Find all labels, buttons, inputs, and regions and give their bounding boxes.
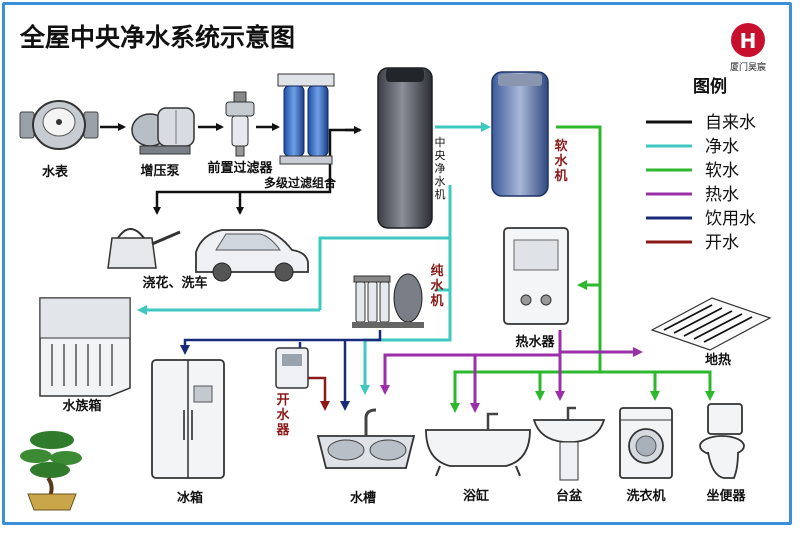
brand-name: 厦门昊宸 <box>730 61 766 73</box>
watering-can-icon <box>107 228 181 269</box>
booster-pump-icon <box>131 107 195 155</box>
svg-text:机: 机 <box>554 168 567 184</box>
legend-item: 净水 <box>646 137 739 157</box>
multi-filter-icon <box>277 73 335 165</box>
boiled-water-pipes <box>308 376 330 411</box>
legend-label: 开水 <box>705 233 739 253</box>
svg-text:水: 水 <box>435 175 446 188</box>
water-meter-icon <box>19 100 99 150</box>
svg-text:央: 央 <box>435 149 446 162</box>
legend-item: 自来水 <box>646 113 756 133</box>
water-softener-icon <box>491 71 549 197</box>
bathtub-icon <box>425 412 531 477</box>
heater-label: 热水器 <box>515 334 555 350</box>
svg-text:水: 水 <box>276 407 290 423</box>
radiator-icon <box>39 297 131 397</box>
central-purifier-label: 中 央 净 水 机 <box>435 136 446 201</box>
legend-label: 净水 <box>705 137 739 157</box>
toilet-label: 坐便器 <box>706 488 746 504</box>
bathtub-label: 浴缸 <box>463 488 489 504</box>
legend-title: 图例 <box>693 76 727 97</box>
svg-text:机: 机 <box>430 293 443 309</box>
diagram-frame <box>2 2 792 525</box>
prefilter-icon <box>225 91 255 157</box>
boiler-icon <box>275 347 309 389</box>
legend-item: 饮用水 <box>646 209 756 229</box>
prefilter-label: 前置过滤器 <box>207 160 273 176</box>
ro-label: 纯 水 机 <box>430 263 444 309</box>
softener-label: 软 水 机 <box>554 138 568 184</box>
page-title: 全屋中央净水系统示意图 <box>19 23 295 52</box>
purified-water-pipes <box>137 122 491 395</box>
fridge-label: 冰箱 <box>177 490 203 506</box>
sink-label: 水槽 <box>350 490 376 506</box>
water-heater-icon <box>503 227 569 325</box>
svg-text:水: 水 <box>554 153 568 169</box>
ro-purifier-icon <box>352 273 424 328</box>
svg-text:净: 净 <box>435 161 446 175</box>
brand-logo: H <box>731 23 765 57</box>
bonsai-icon <box>20 431 82 511</box>
legend-item: 热水 <box>646 185 739 205</box>
garden-label: 浇花、洗车 <box>142 275 207 291</box>
legend-item: 软水 <box>646 161 739 181</box>
pump-label: 增压泵 <box>140 163 179 179</box>
svg-text:中: 中 <box>435 136 446 149</box>
legend-label: 饮用水 <box>705 209 756 229</box>
multifilter-label: 多级过滤组合 <box>264 175 337 190</box>
basin-icon <box>532 406 606 481</box>
legend-label: 热水 <box>705 185 739 205</box>
car-icon <box>195 229 309 282</box>
svg-text:机: 机 <box>435 187 446 201</box>
tap-water-pipes <box>100 123 362 215</box>
svg-text:水: 水 <box>430 278 444 294</box>
brand-logo-letter: H <box>740 29 757 53</box>
washer-label: 洗衣机 <box>626 488 665 504</box>
svg-text:纯: 纯 <box>430 263 443 279</box>
radiator-label: 水族箱 <box>62 398 101 414</box>
fridge-icon <box>151 359 225 479</box>
toilet-icon <box>699 403 745 479</box>
svg-text:开: 开 <box>276 393 289 408</box>
sink-icon <box>316 408 416 469</box>
legend-label: 自来水 <box>705 113 756 133</box>
washer-icon <box>619 407 673 479</box>
legend-item: 开水 <box>646 233 739 253</box>
boiler-label: 开 水 器 <box>275 393 290 438</box>
meter-label: 水表 <box>42 164 69 180</box>
hot-water-pipes <box>380 330 643 413</box>
floor-heating-icon <box>650 297 772 351</box>
floor-heat-label: 地热 <box>705 352 731 368</box>
basin-label: 台盆 <box>556 488 583 504</box>
svg-text:器: 器 <box>275 423 290 438</box>
svg-text:软: 软 <box>554 138 567 154</box>
soft-water-pipes <box>450 125 715 413</box>
legend-label: 软水 <box>705 161 739 181</box>
central-purifier-icon <box>377 67 433 229</box>
